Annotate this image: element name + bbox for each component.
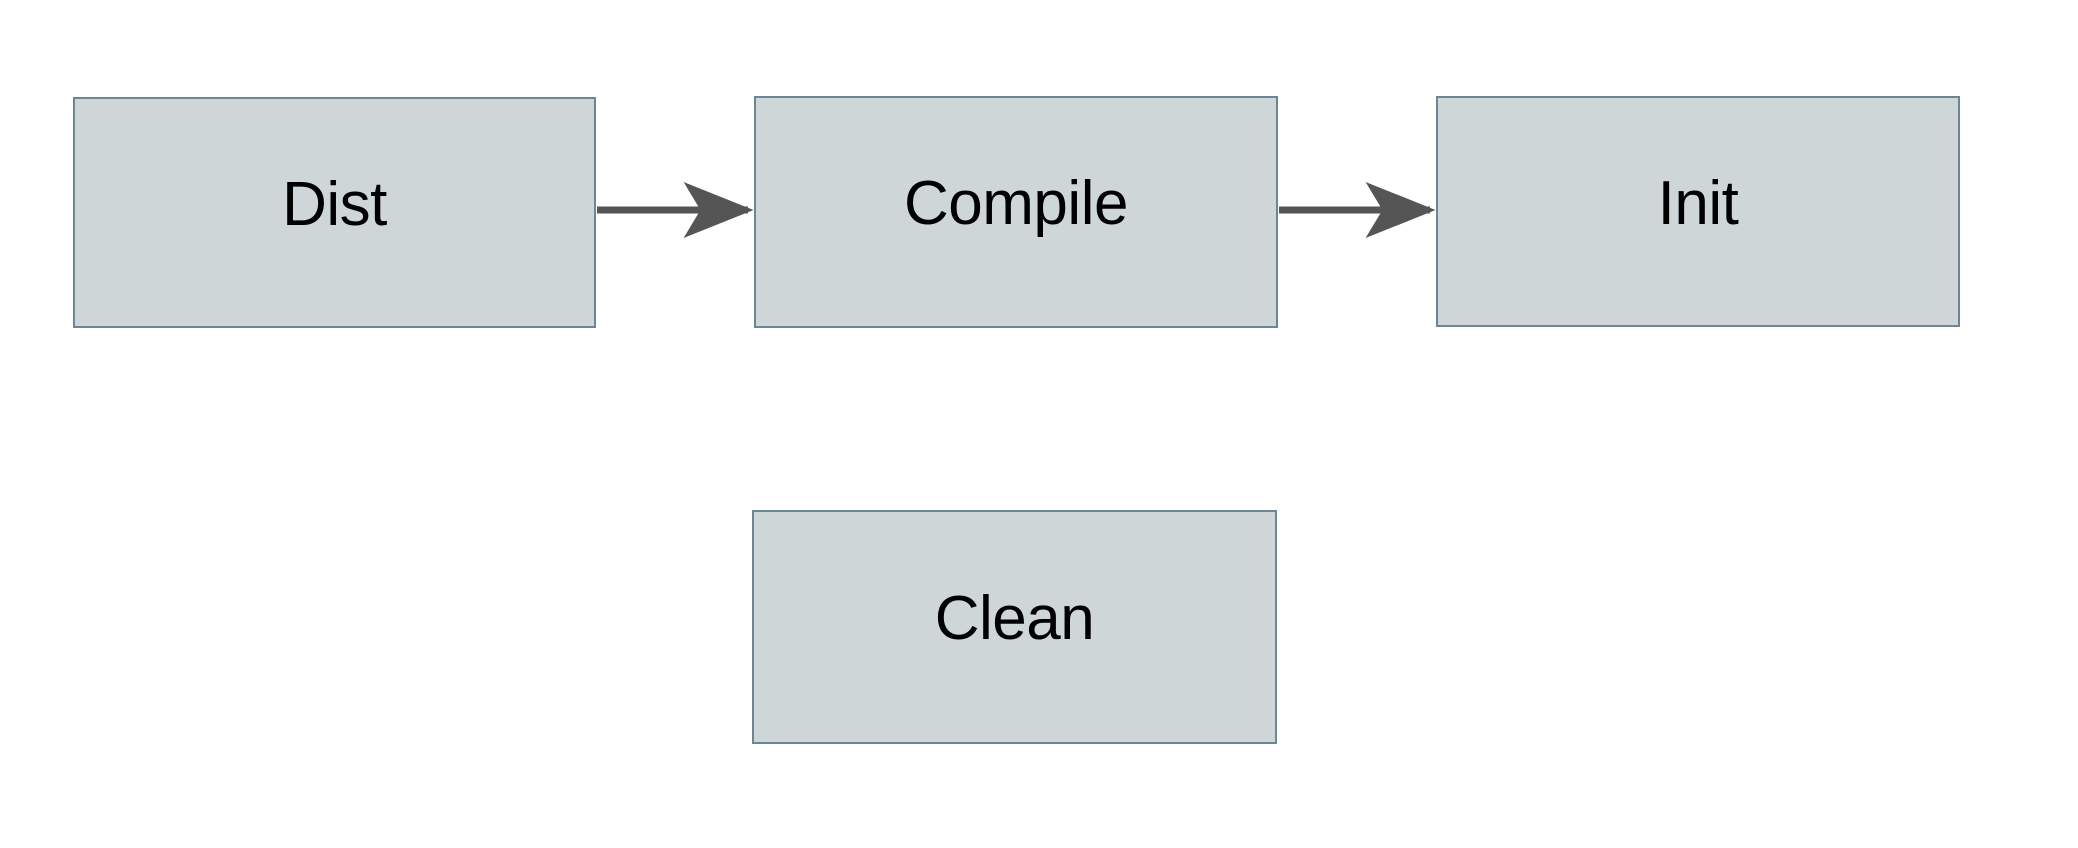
node-dist[interactable]: Dist: [73, 97, 596, 328]
node-init-label: Init: [1657, 168, 1739, 238]
node-clean[interactable]: Clean: [752, 510, 1277, 744]
edge-dist-to-compile-hitbox[interactable]: [597, 193, 754, 227]
edge-compile-to-init-hitbox[interactable]: [1279, 193, 1436, 227]
node-clean-label: Clean: [934, 584, 1095, 653]
node-dist-label: Dist: [282, 169, 387, 239]
node-compile[interactable]: Compile: [754, 96, 1278, 328]
node-compile-label: Compile: [904, 169, 1128, 238]
node-init[interactable]: Init: [1436, 96, 1960, 327]
